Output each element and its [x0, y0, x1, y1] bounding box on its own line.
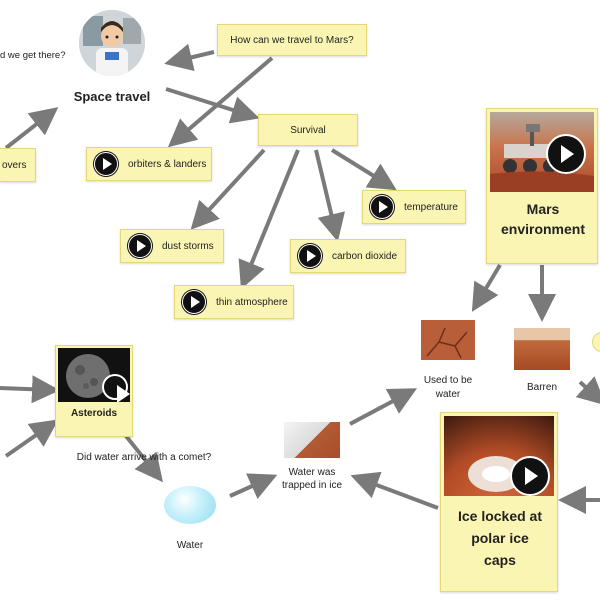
astronaut-avatar: [79, 10, 145, 76]
rover-icon: [490, 124, 594, 192]
water-trapped-line1: Water was: [288, 467, 336, 478]
thin-atmosphere-node[interactable]: thin atmosphere: [174, 285, 294, 319]
ice-caps-line1: Ice locked at: [457, 508, 543, 524]
ice-caps-line3: caps: [484, 552, 516, 568]
play-icon[interactable]: [94, 152, 118, 176]
orbiters-landers-node[interactable]: orbiters & landers: [86, 147, 212, 181]
carbon-dioxide-label: carbon dioxide: [332, 250, 398, 262]
barren-label: Barren: [526, 382, 557, 393]
ice-caps-line2: polar ice: [471, 530, 529, 546]
thin-atmosphere-label: thin atmosphere: [216, 296, 288, 308]
arrow-spacetravel-to-survival: [165, 87, 260, 124]
barren-landscape-photo: [514, 328, 570, 370]
question-get-there: d we get there?: [0, 50, 66, 61]
arrow-survival-to-carbon: [314, 149, 345, 242]
mars-environment-card[interactable]: Mars environment: [486, 108, 598, 264]
orbiters-landers-label: orbiters & landers: [128, 158, 207, 170]
dust-storms-node[interactable]: dust storms: [120, 229, 224, 263]
play-icon[interactable]: [128, 234, 152, 258]
arrow-question-to-spacetravel: [164, 43, 215, 71]
mars-environment-title: Mars environment: [487, 199, 599, 239]
asteroid-photo: [58, 348, 130, 402]
crack-icon: [426, 327, 468, 359]
cracked-ground-photo: [421, 320, 475, 360]
asteroids-card[interactable]: Asteroids: [55, 345, 133, 437]
play-icon[interactable]: [546, 134, 586, 174]
play-icon[interactable]: [510, 456, 550, 496]
arrow-barren-to-edge: [575, 376, 600, 406]
astronaut-icon: [79, 10, 145, 76]
arrow-trapped-to-usedwater: [349, 388, 418, 426]
play-icon[interactable]: [298, 244, 322, 268]
water-drop-icon: [164, 486, 216, 524]
question-travel-mars[interactable]: How can we travel to Mars?: [217, 24, 367, 56]
question-travel-mars-label: How can we travel to Mars?: [230, 34, 354, 46]
asteroids-label: Asteroids: [70, 408, 118, 419]
polar-ice-cap-photo: [444, 416, 554, 496]
arrow-rovers-to-spacetravel: [4, 107, 59, 150]
arrow-left-to-asteroids: [0, 375, 60, 404]
play-icon[interactable]: [182, 290, 206, 314]
ice-caps-title: Ice locked at polar ice caps: [441, 505, 559, 571]
ice-chunk-photo: [284, 422, 340, 458]
space-travel-title: Space travel: [73, 89, 151, 104]
water-label: Water: [176, 540, 204, 551]
mars-environment-line1: Mars: [526, 201, 560, 217]
asteroid-icon: [66, 354, 110, 398]
rovers-node[interactable]: overs: [0, 148, 36, 182]
play-icon[interactable]: [102, 374, 130, 402]
used-to-be-water-label: Used to be water: [414, 374, 482, 402]
arrow-mars-to-usedwater: [471, 263, 502, 312]
arrow-water-to-trapped: [229, 473, 278, 499]
survival-node[interactable]: Survival: [258, 114, 358, 146]
mars-rover-photo: [490, 112, 594, 192]
play-icon[interactable]: [370, 195, 394, 219]
question-comet: Did water arrive with a comet?: [76, 452, 212, 463]
offscreen-note-edge: [592, 332, 600, 352]
mars-environment-line2: environment: [500, 221, 585, 237]
arrow-survival-to-temperature: [330, 148, 397, 191]
temperature-node[interactable]: temperature: [362, 190, 466, 224]
ice-caps-card[interactable]: Ice locked at polar ice caps: [440, 412, 558, 592]
used-to-be-water-line2: water: [435, 389, 461, 400]
used-to-be-water-line1: Used to be: [423, 375, 473, 386]
arrow-left2-to-asteroids: [4, 419, 59, 458]
carbon-dioxide-node[interactable]: carbon dioxide: [290, 239, 406, 273]
ice-cap-icon: [468, 456, 524, 492]
dust-storms-label: dust storms: [162, 240, 214, 252]
water-trapped-label: Water was trapped in ice: [276, 466, 348, 492]
survival-label: Survival: [290, 124, 326, 136]
water-trapped-line2: trapped in ice: [281, 480, 343, 491]
temperature-label: temperature: [404, 201, 458, 213]
arrow-ice-to-trapped: [350, 471, 439, 510]
rovers-label: overs: [2, 159, 27, 171]
